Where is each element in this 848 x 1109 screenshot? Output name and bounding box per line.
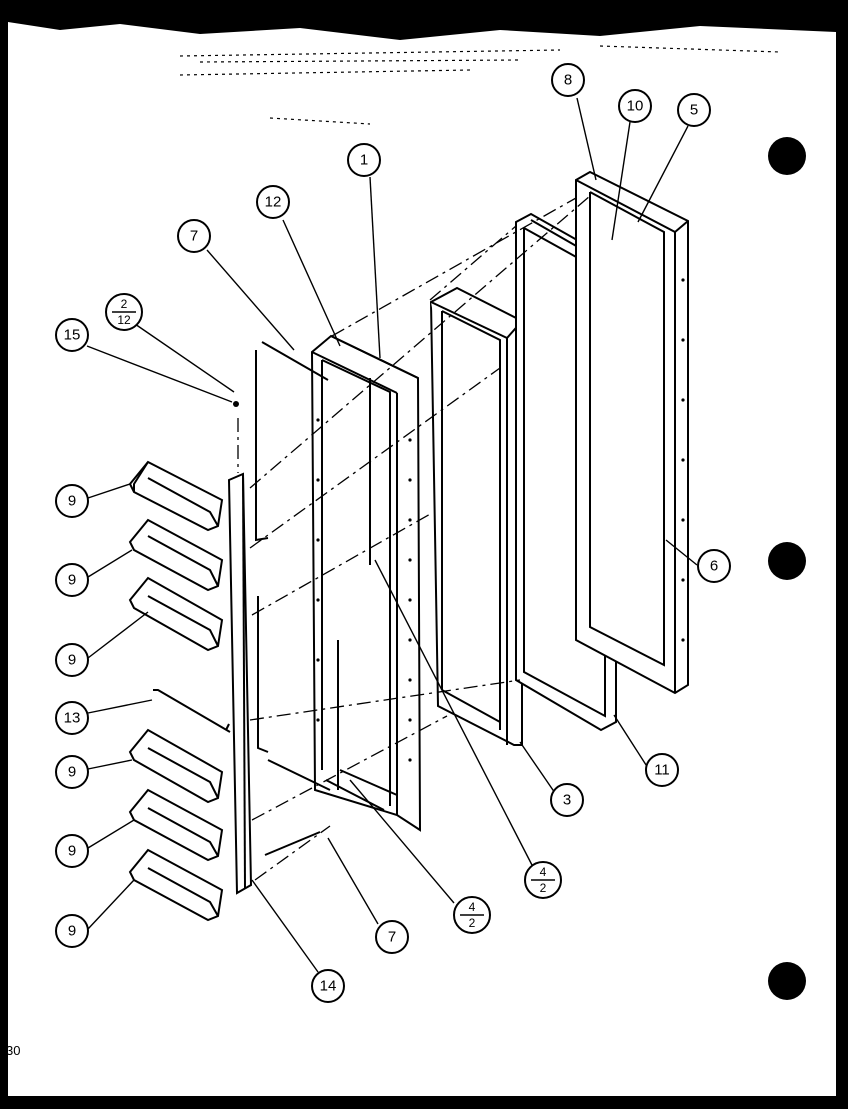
svg-text:12: 12 <box>117 313 131 327</box>
svg-text:9: 9 <box>68 572 76 589</box>
svg-text:2: 2 <box>540 881 547 895</box>
callout-3: 3 <box>550 783 584 817</box>
callout-4-2-left: 4 2 <box>453 896 491 934</box>
shelf-rail-7 <box>255 341 371 856</box>
door-bin <box>128 576 224 652</box>
svg-text:5: 5 <box>690 102 698 119</box>
outer-door-5 <box>575 170 689 695</box>
svg-text:7: 7 <box>388 929 396 946</box>
svg-text:9: 9 <box>68 764 76 781</box>
scan-noise <box>179 45 781 125</box>
callout-9-d: 9 <box>55 755 89 789</box>
svg-text:15: 15 <box>64 327 81 344</box>
svg-text:11: 11 <box>654 762 670 779</box>
svg-text:10: 10 <box>627 98 644 115</box>
callout-9-f: 9 <box>55 914 89 948</box>
callout-9-c: 9 <box>55 643 89 677</box>
callout-8: 8 <box>551 63 585 97</box>
callout-9-e: 9 <box>55 834 89 868</box>
callout-6: 6 <box>697 549 731 583</box>
svg-text:13: 13 <box>64 710 81 727</box>
leader-lines <box>86 97 698 973</box>
door-bins-9 <box>128 460 224 922</box>
callout-10: 10 <box>618 89 652 123</box>
svg-text:4: 4 <box>469 900 476 914</box>
svg-text:2: 2 <box>121 297 128 311</box>
svg-text:9: 9 <box>68 843 76 860</box>
svg-text:9: 9 <box>68 493 76 510</box>
svg-text:1: 1 <box>360 152 368 169</box>
callout-2-12: 2 12 <box>105 293 143 331</box>
assembly-lines <box>237 195 591 881</box>
callout-13: 13 <box>55 701 89 735</box>
svg-text:9: 9 <box>68 923 76 940</box>
callout-5: 5 <box>677 93 711 127</box>
callout-11: 11 <box>645 753 679 787</box>
door-liner-12 <box>310 334 422 832</box>
callout-9-b: 9 <box>55 563 89 597</box>
callout-9-a: 9 <box>55 484 89 518</box>
inner-box-3 <box>429 286 523 746</box>
callout-14: 14 <box>311 969 345 1003</box>
callout-4-2-right: 4 2 <box>524 861 562 899</box>
callout-7-bottom: 7 <box>375 920 409 954</box>
svg-text:8: 8 <box>564 72 572 89</box>
callouts: 1 12 7 2 12 15 8 10 5 6 11 3 4 2 4 2 7 1… <box>55 63 731 1003</box>
shelf-bar-13 <box>153 689 231 733</box>
callout-15: 15 <box>55 318 89 352</box>
door-panel-14 <box>227 472 253 895</box>
svg-text:3: 3 <box>563 792 571 809</box>
door-bin <box>128 460 224 532</box>
callout-7-top: 7 <box>177 219 211 253</box>
page-reference: 30 <box>6 1043 21 1058</box>
svg-text:9: 9 <box>68 652 76 669</box>
screw-15 <box>233 401 239 407</box>
svg-text:2: 2 <box>469 916 476 930</box>
svg-text:6: 6 <box>710 558 718 575</box>
outer-door-dots <box>681 278 685 642</box>
callout-12: 12 <box>256 185 290 219</box>
callout-1: 1 <box>347 143 381 177</box>
svg-text:12: 12 <box>265 194 282 211</box>
door-bin <box>128 518 224 592</box>
svg-text:7: 7 <box>190 228 198 245</box>
svg-text:4: 4 <box>540 865 547 879</box>
door-bin <box>128 728 224 804</box>
svg-text:14: 14 <box>320 978 337 995</box>
liner-dots <box>316 418 412 762</box>
binder-holes <box>768 137 806 1000</box>
